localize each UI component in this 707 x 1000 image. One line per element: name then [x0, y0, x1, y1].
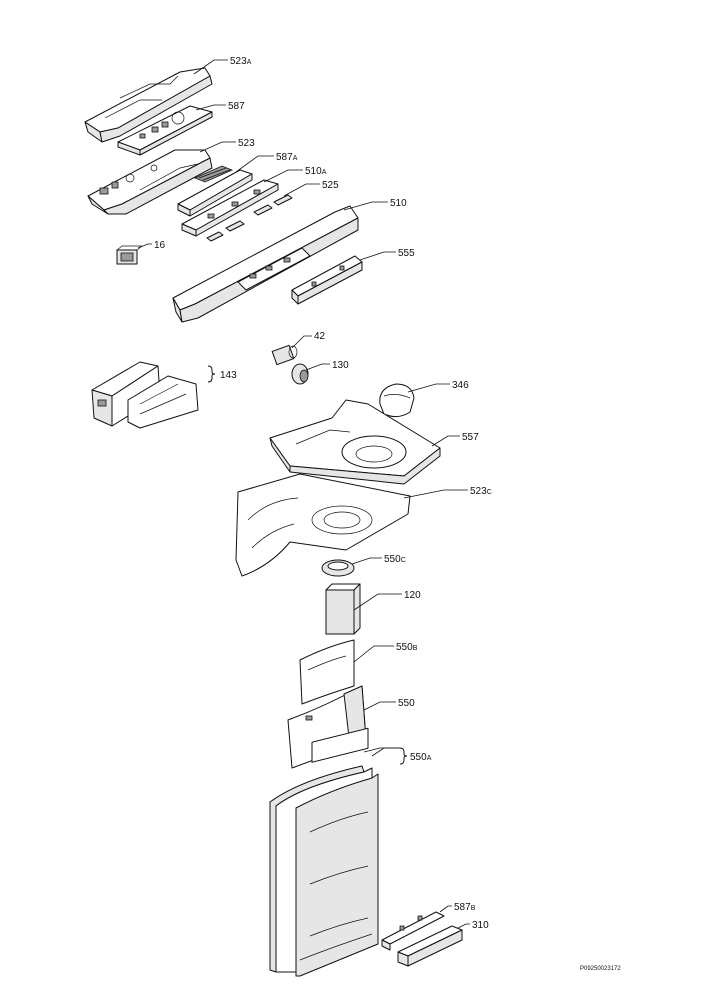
brace-550a	[399, 747, 408, 765]
brace-550a-leader	[371, 747, 400, 757]
part-555-strip	[291, 255, 363, 305]
part-346-cap	[379, 383, 415, 418]
callout-510: 510	[390, 198, 407, 209]
callout-525: 525	[322, 180, 339, 191]
callout-523a: 523A	[230, 56, 252, 67]
callout-550: 550	[398, 698, 415, 709]
callout-550b: 550B	[396, 642, 418, 653]
part-120-filter	[325, 583, 361, 635]
part-525-buttons	[206, 194, 293, 242]
callout-523c: 523C	[470, 486, 492, 497]
part-523c-lower-housing	[235, 473, 411, 577]
callout-42: 42	[314, 331, 326, 342]
part-510-control-fascia	[172, 205, 359, 323]
part-143-dispenser-unit	[91, 361, 199, 429]
callout-587a: 587A	[276, 152, 298, 163]
callout-310: 310	[472, 920, 489, 931]
callout-120: 120	[404, 590, 421, 601]
part-557-dispenser-frame	[269, 399, 441, 485]
part-550c-ring	[321, 559, 355, 577]
drawing-reference-code: P09250023172	[580, 966, 621, 972]
part-310-trim-strip	[397, 925, 463, 967]
part-510a-button-frame	[181, 179, 279, 237]
callout-346: 346	[452, 380, 469, 391]
part-523-housing	[87, 149, 213, 215]
callout-510a: 510A	[305, 166, 327, 177]
callout-555: 555	[398, 248, 415, 259]
callout-130: 130	[332, 360, 349, 371]
part-130-lamp	[291, 363, 309, 385]
part-587-circuit-board	[117, 105, 213, 156]
callout-587: 587	[228, 101, 245, 112]
callout-550a: 550A	[410, 752, 432, 763]
callout-16: 16	[154, 240, 166, 251]
callout-523: 523	[238, 138, 255, 149]
callout-587b: 587B	[454, 902, 476, 913]
callout-557: 557	[462, 432, 479, 443]
part-42-lamp-holder	[271, 344, 298, 366]
callout-labels: 523A 587 523 587A 510A 525 510 16 555 42…	[154, 56, 492, 931]
part-550b-flap	[299, 639, 355, 705]
part-523a-top-cover	[84, 67, 213, 143]
leader-lines	[137, 59, 470, 929]
part-550a-door-frame	[269, 727, 379, 977]
callout-143: 143	[220, 370, 237, 381]
callout-550c: 550C	[384, 554, 406, 565]
part-587a-display-board	[177, 165, 253, 217]
brace-143	[207, 365, 216, 383]
part-587b-small-board	[381, 911, 445, 951]
part-16-switch	[116, 245, 143, 265]
